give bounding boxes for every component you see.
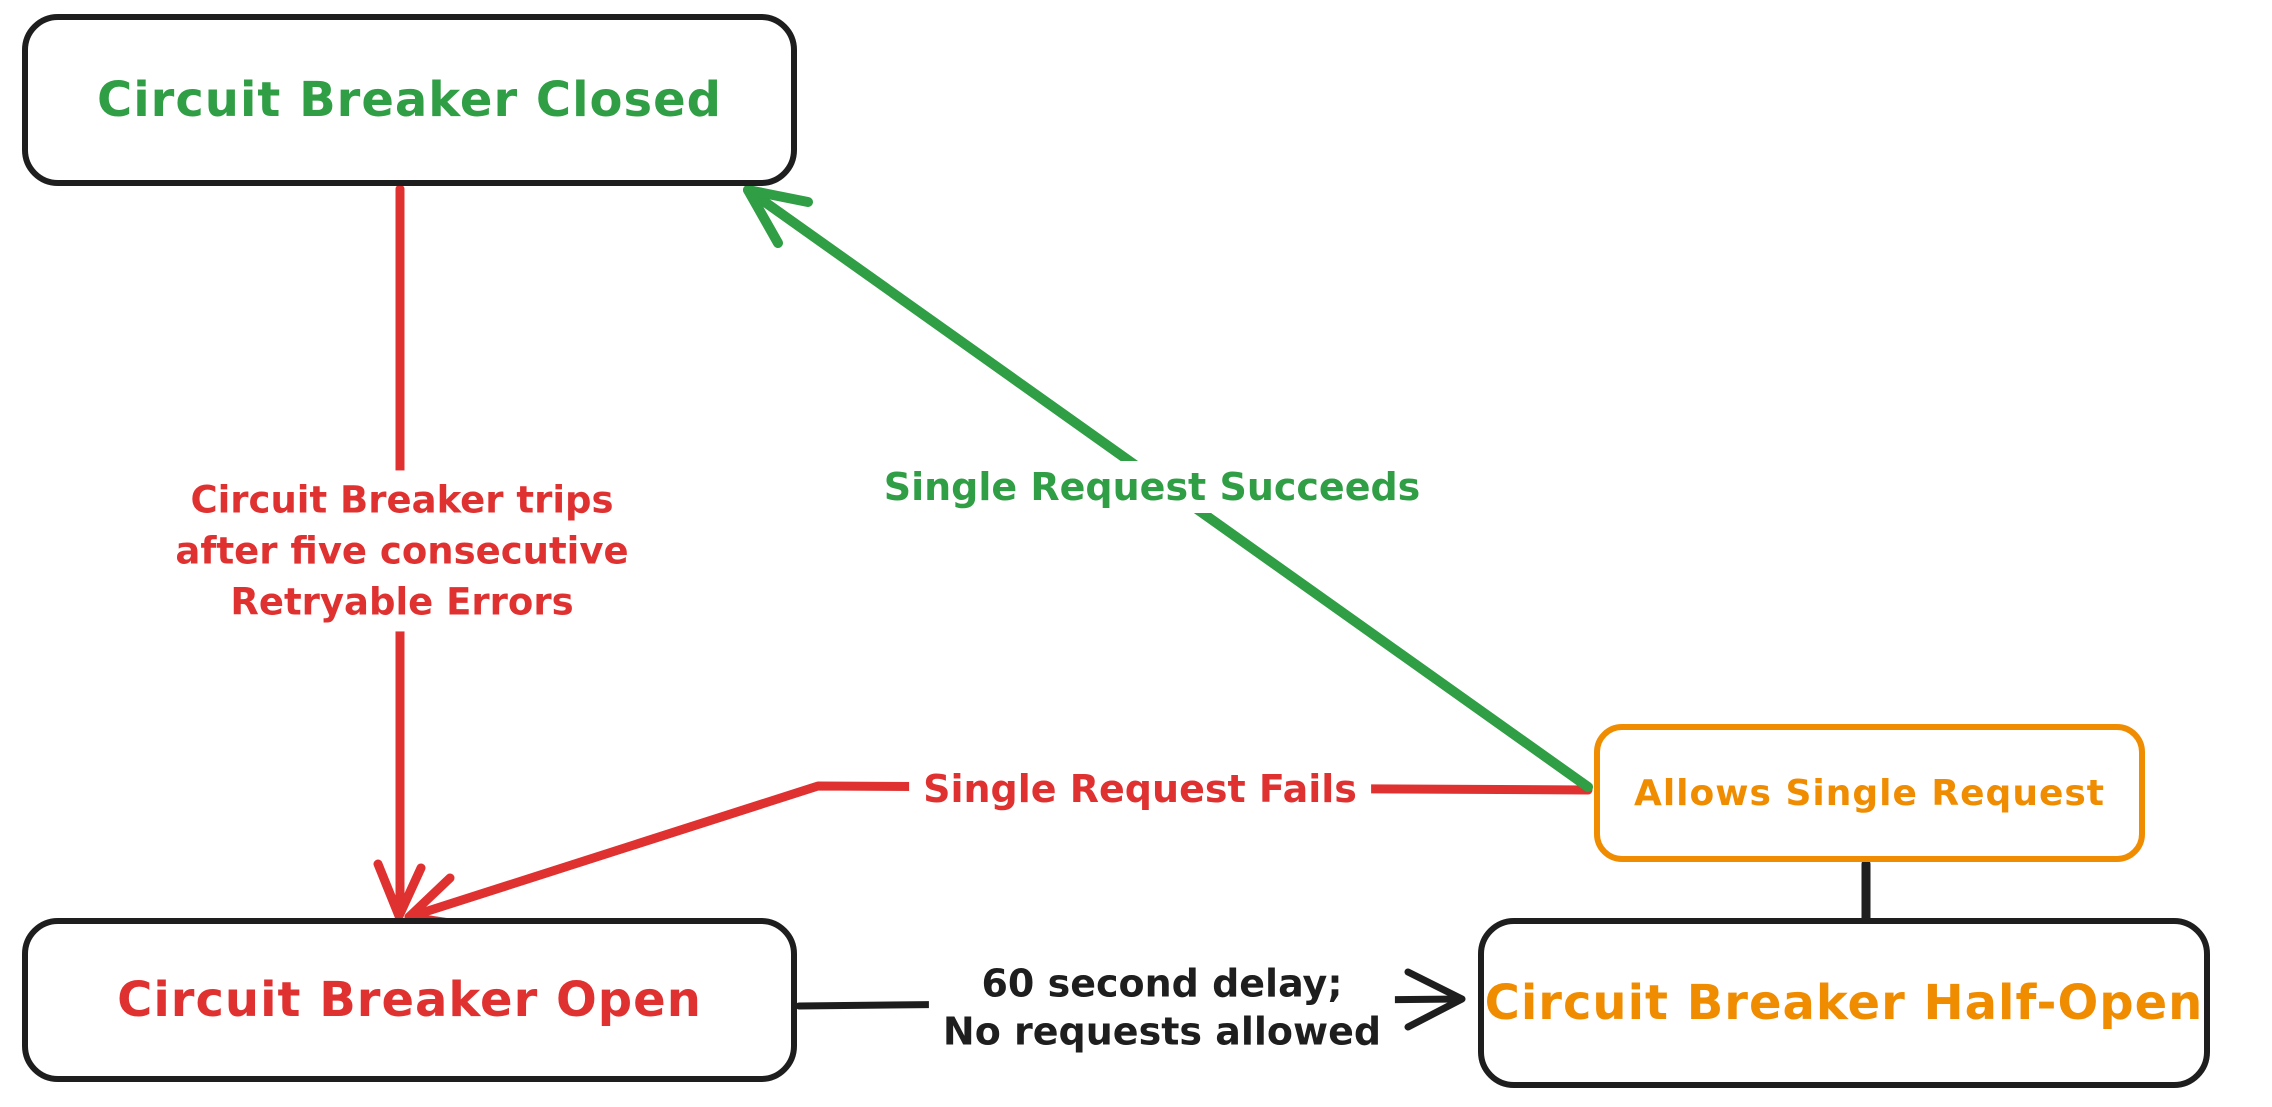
edge-label-delay-line2: No requests allowed xyxy=(942,1009,1382,1053)
state-node-half-open: Circuit Breaker Half-Open xyxy=(1478,918,2210,1088)
edge-label-single-request-fails: Single Request Fails xyxy=(909,763,1371,815)
delay-arrowhead xyxy=(1404,968,1466,1031)
state-label-half-open: Circuit Breaker Half-Open xyxy=(1484,975,2204,1031)
edge-label-delay: 60 second delay; No requests allowed xyxy=(928,956,1396,1060)
edge-label-trip-line3: Retryable Errors xyxy=(230,580,574,624)
edge-label-trip-line2: after five consecutive xyxy=(175,529,629,573)
state-node-closed: Circuit Breaker Closed xyxy=(22,14,797,186)
trip-arrowhead xyxy=(373,859,426,921)
state-label-allows-single-request: Allows Single Request xyxy=(1633,772,2106,814)
edge-label-trip-line1: Circuit Breaker trips xyxy=(190,478,614,522)
edge-label-trip: Circuit Breaker trips after five consecu… xyxy=(161,470,643,632)
edge-label-delay-line1: 60 second delay; xyxy=(981,961,1343,1006)
state-node-open: Circuit Breaker Open xyxy=(22,918,797,1082)
edge-label-single-request-succeeds: Single Request Succeeds xyxy=(869,461,1435,513)
state-label-open: Circuit Breaker Open xyxy=(117,972,702,1028)
succeeds-arrowhead xyxy=(743,185,813,248)
state-label-closed: Circuit Breaker Closed xyxy=(97,72,722,128)
state-node-allows-single-request: Allows Single Request xyxy=(1594,724,2145,862)
